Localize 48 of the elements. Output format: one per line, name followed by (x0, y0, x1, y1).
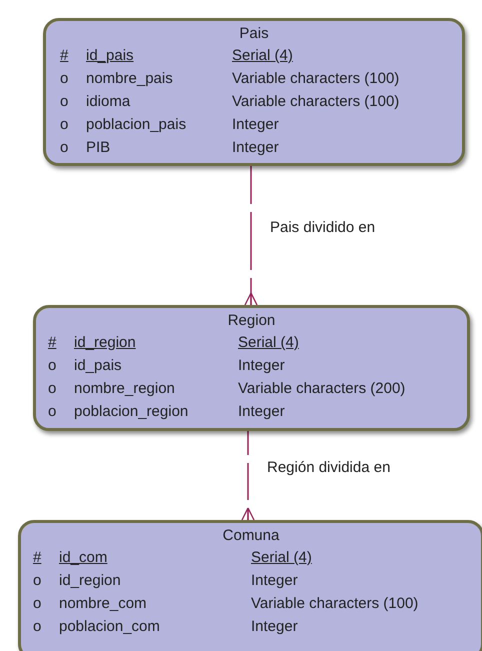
key-marker: o (33, 595, 42, 613)
attribute-type: Integer (238, 403, 285, 421)
key-marker: o (60, 70, 68, 88)
attribute-name: id_pais (74, 357, 122, 375)
attribute-type: Integer (251, 572, 298, 590)
key-marker: o (60, 139, 68, 157)
key-marker: # (48, 334, 56, 352)
entity-name: Comuna (222, 527, 280, 545)
relationship-line (244, 166, 258, 306)
key-marker: o (33, 618, 42, 636)
key-marker: # (60, 47, 68, 65)
entity-box (18, 520, 482, 651)
key-marker: o (48, 403, 56, 421)
attribute-name: id_region (74, 334, 136, 352)
entity-box (33, 305, 470, 431)
attribute-name: nombre_pais (86, 70, 173, 88)
relationship-line (241, 431, 255, 521)
entity-name: Region (228, 312, 276, 330)
attribute-name: id_region (59, 572, 121, 590)
attribute-type: Integer (232, 116, 279, 134)
key-marker: o (60, 116, 68, 134)
attribute-type: Variable characters (200) (238, 380, 406, 398)
key-marker: o (60, 93, 68, 111)
key-marker: o (48, 357, 56, 375)
key-marker: # (33, 549, 42, 567)
entity-box (43, 18, 465, 166)
attribute-type: Serial (4) (238, 334, 299, 352)
attribute-type: Integer (238, 357, 285, 375)
attribute-type: Variable characters (100) (251, 595, 418, 613)
attribute-name: id_pais (86, 47, 134, 65)
attribute-name: nombre_com (59, 595, 147, 613)
key-marker: o (33, 572, 42, 590)
attribute-type: Variable characters (100) (232, 93, 400, 111)
attribute-name: poblacion_pais (86, 116, 186, 134)
attribute-name: idioma (86, 93, 130, 111)
key-marker: o (48, 380, 56, 398)
attribute-type: Serial (4) (232, 47, 293, 65)
attribute-name: PIB (86, 139, 110, 157)
attribute-type: Integer (251, 618, 298, 636)
attribute-type: Serial (4) (251, 549, 312, 567)
attribute-name: poblacion_com (59, 618, 160, 636)
attribute-type: Integer (232, 139, 279, 157)
attribute-name: nombre_region (74, 380, 175, 398)
attribute-name: id_com (59, 549, 108, 567)
attribute-name: poblacion_region (74, 403, 188, 421)
edge-label: Región dividida en (265, 458, 392, 476)
entity-name: Pais (239, 25, 269, 43)
attribute-type: Variable characters (100) (232, 70, 400, 88)
